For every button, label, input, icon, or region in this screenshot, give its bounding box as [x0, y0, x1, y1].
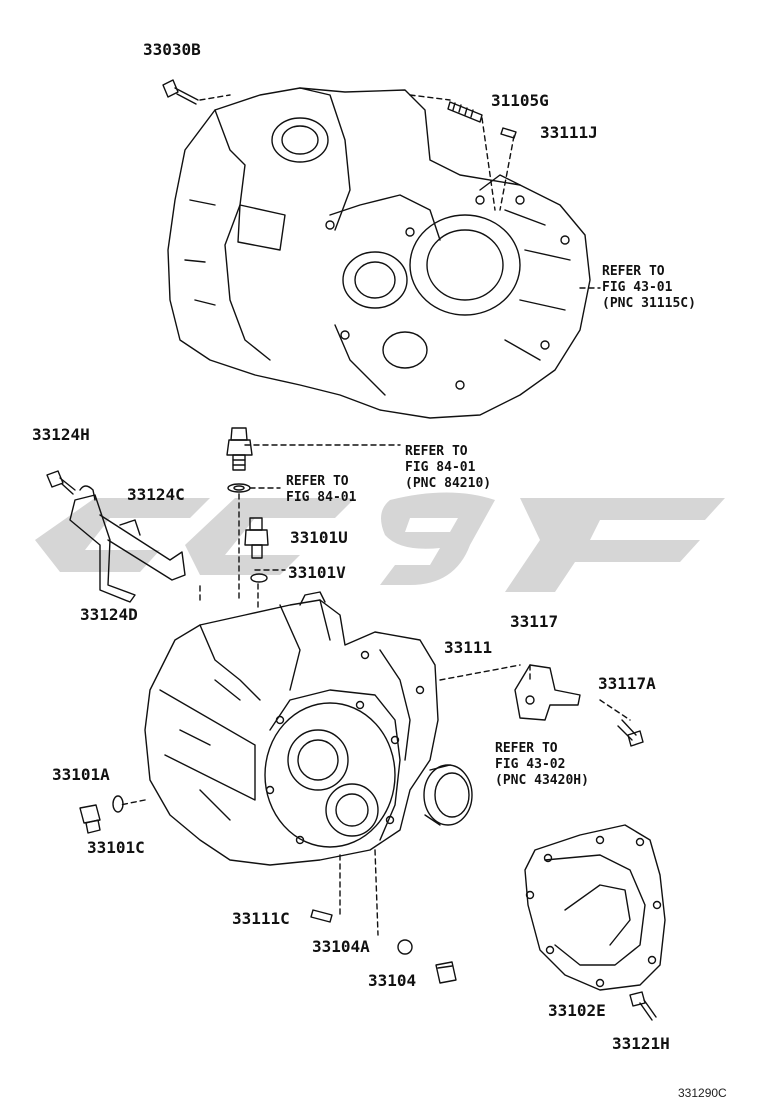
- label-33117A: 33117A: [598, 674, 656, 693]
- label-33124H: 33124H: [32, 425, 90, 444]
- label-31105G: 31105G: [491, 91, 549, 110]
- lower-transaxle-case: [144, 591, 439, 866]
- figure-code: 331290C: [678, 1086, 727, 1100]
- leader-lines-upper: [199, 94, 601, 289]
- upper-transmission-case: [167, 87, 591, 419]
- label-33111C: 33111C: [232, 909, 290, 928]
- label-33030B: 33030B: [143, 40, 201, 59]
- bolt-33121H: [629, 991, 657, 1021]
- shift-lever-33124C-33124D: [69, 485, 186, 603]
- label-33124C: 33124C: [127, 485, 185, 504]
- label-33102E: 33102E: [548, 1001, 606, 1020]
- washer-33101C: [112, 795, 124, 813]
- switch-33101U: [244, 517, 269, 583]
- bolt-33117A: [617, 719, 644, 747]
- bolt-33124H: [46, 470, 76, 495]
- label-33124D: 33124D: [80, 605, 138, 624]
- plug-33104: [435, 961, 457, 984]
- label-33104A: 33104A: [312, 937, 370, 956]
- watermark-logo: [35, 492, 725, 592]
- ref-fig-84-01-a: REFER TO FIG 84-01 (PNC 84210): [405, 444, 492, 491]
- label-33104: 33104: [368, 971, 417, 990]
- ref-fig-43-02: REFER TO FIG 43-02 (PNC 43420H): [495, 741, 589, 788]
- gasket-33104A: [397, 939, 413, 955]
- label-33121H: 33121H: [612, 1034, 670, 1053]
- side-cover-33102E: [524, 824, 666, 991]
- label-33101U: 33101U: [290, 528, 348, 547]
- leader-lines-mid: [119, 444, 631, 936]
- switch-sensor-top: [226, 427, 253, 493]
- label-33111: 33111: [444, 638, 493, 657]
- bracket-33117: [514, 664, 581, 721]
- pin-33111C: [310, 909, 333, 923]
- label-33101V: 33101V: [288, 563, 346, 582]
- label-33101C: 33101C: [87, 838, 145, 857]
- ref-fig-43-01: REFER TO FIG 43-01 (PNC 31115C): [602, 264, 696, 311]
- ref-fig-84-01-b: REFER TO FIG 84-01: [286, 474, 357, 505]
- bolt-33030B: [162, 79, 199, 105]
- plug-33101A: [79, 804, 101, 834]
- label-33101A: 33101A: [52, 765, 110, 784]
- oil-seal: [423, 764, 473, 826]
- stud-31105G: [447, 101, 483, 123]
- label-33111J: 33111J: [540, 123, 598, 142]
- label-33117: 33117: [510, 612, 559, 631]
